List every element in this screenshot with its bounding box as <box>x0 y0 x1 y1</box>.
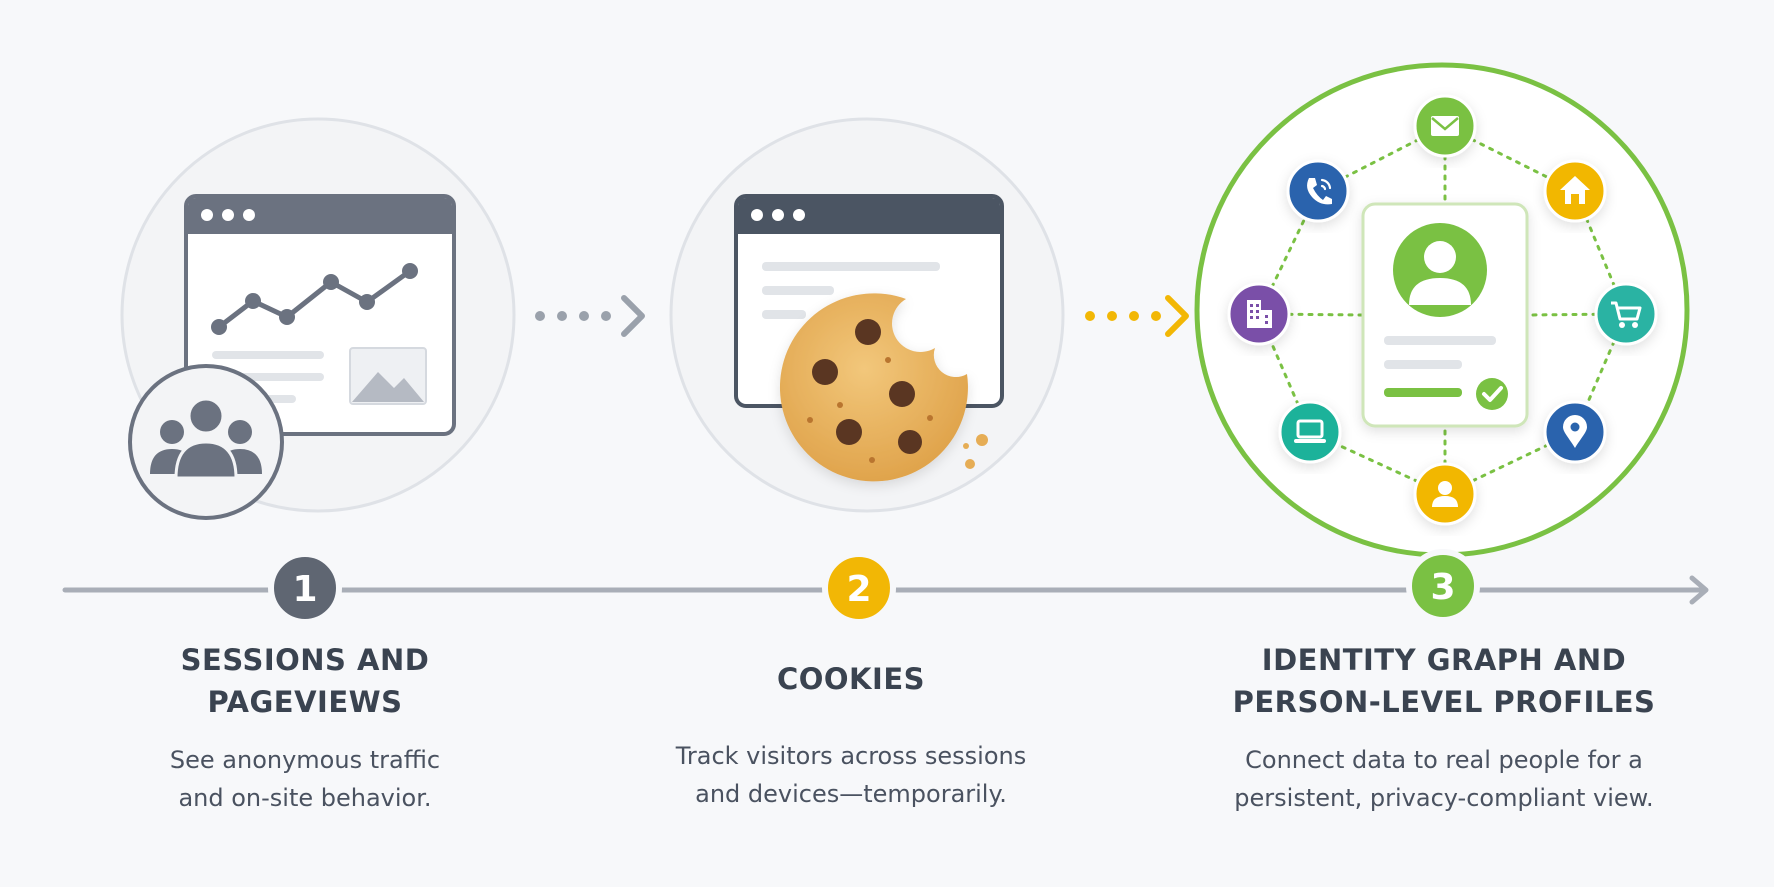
home-icon <box>1560 176 1590 204</box>
people-group-icon <box>150 397 262 480</box>
stage-3-description: Connect data to real people for a persis… <box>1184 741 1704 817</box>
graph-node-user <box>1413 462 1477 526</box>
cookie-icon <box>779 293 988 482</box>
profile-card <box>1361 202 1529 428</box>
image-placeholder-icon <box>349 347 427 405</box>
stage-3-title: IDENTITY GRAPH AND PERSON-LEVEL PROFILES <box>1184 639 1704 723</box>
location-pin-icon <box>1563 415 1587 448</box>
identity-graph-nodes <box>1227 94 1658 526</box>
phone-icon <box>1307 178 1332 205</box>
graph-node-envelope <box>1413 94 1477 158</box>
arrow-stage-1-to-2 <box>535 295 645 337</box>
graph-spoke <box>1257 312 1365 317</box>
graph-spoke <box>1525 312 1628 317</box>
step-number-3: 3 <box>1430 567 1455 608</box>
stage-3-title-line-1: IDENTITY GRAPH AND <box>1261 643 1627 677</box>
stage-2-illustration <box>669 117 1065 513</box>
stage-3-desc-line-1: Connect data to real people for a <box>1245 746 1643 774</box>
building-icon <box>1247 300 1272 328</box>
graph-node-location-pin <box>1543 400 1607 464</box>
visitors-badge <box>128 364 284 520</box>
step-badge-2: 2 <box>822 551 896 625</box>
laptop-icon <box>1294 419 1326 443</box>
stage-2-title-line-1: COOKIES <box>776 662 926 696</box>
stage-2-desc-line-1: Track visitors across sessions <box>675 742 1027 770</box>
graph-node-circle <box>1594 282 1658 346</box>
stage-3-illustration <box>1194 62 1690 558</box>
step-badge-3: 3 <box>1406 549 1480 623</box>
stage-1-illustration <box>120 117 516 520</box>
graph-node-circle <box>1286 159 1350 223</box>
stage-2-description: Track visitors across sessions and devic… <box>591 737 1111 813</box>
arrow-stage-2-to-3 <box>1085 295 1189 337</box>
profile-person-icon <box>1409 241 1471 305</box>
graph-node-cart <box>1594 282 1658 346</box>
stage-1-description: See anonymous traffic and on-site behavi… <box>45 741 565 817</box>
stage-2-title: COOKIES <box>591 658 1111 700</box>
stage-3-text: IDENTITY GRAPH AND PERSON-LEVEL PROFILES… <box>1184 639 1704 817</box>
stage-2-text: COOKIES Track visitors across sessions a… <box>591 658 1111 813</box>
graph-node-circle <box>1278 400 1342 464</box>
graph-node-laptop <box>1278 400 1342 464</box>
envelope-icon <box>1431 116 1459 136</box>
cart-icon <box>1611 301 1642 328</box>
stage-1-title: SESSIONS AND PAGEVIEWS <box>45 639 565 723</box>
timeline-arrowhead <box>1689 575 1709 605</box>
stage-2-desc-line-2: and devices—temporarily. <box>695 780 1007 808</box>
browser-window-analytics <box>184 194 456 436</box>
verified-check-icon <box>1476 378 1508 410</box>
stage-3-desc-line-2: persistent, privacy-compliant view. <box>1234 784 1654 812</box>
stage-1-desc-line-1: See anonymous traffic <box>169 746 441 774</box>
stage-1-desc-line-2: and on-site behavior. <box>178 784 432 812</box>
user-icon <box>1432 481 1458 507</box>
step-badge-1: 1 <box>268 551 342 625</box>
graph-node-home <box>1543 159 1607 223</box>
stage-3-title-line-2: PERSON-LEVEL PROFILES <box>1232 685 1656 719</box>
graph-node-phone <box>1286 159 1350 223</box>
graph-node-building <box>1227 282 1291 346</box>
stage-1-title-line-2: PAGEVIEWS <box>207 685 403 719</box>
stage-1-title-line-1: SESSIONS AND <box>180 643 430 677</box>
step-number-2: 2 <box>846 569 871 610</box>
stage-1-text: SESSIONS AND PAGEVIEWS See anonymous tra… <box>45 639 565 817</box>
step-number-1: 1 <box>292 569 317 610</box>
